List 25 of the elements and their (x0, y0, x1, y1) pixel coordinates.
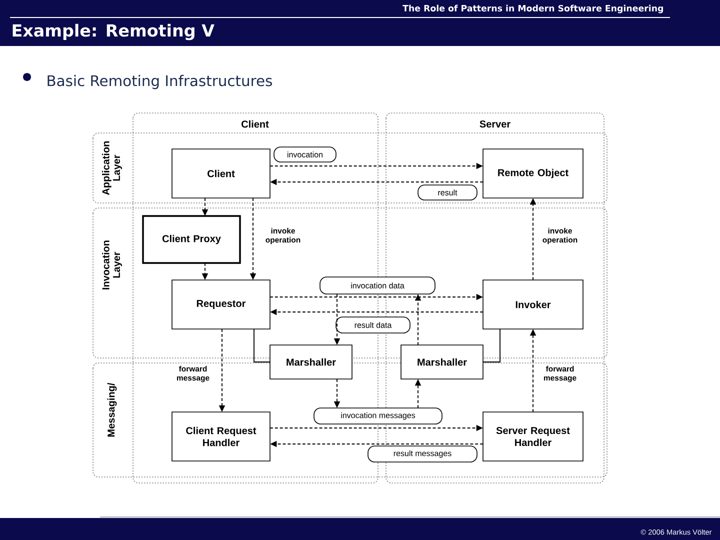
column-heading: Server (480, 120, 510, 128)
process-box: Requestor (172, 280, 270, 330)
process-box: Server Request Handler (482, 412, 584, 462)
arrow (482, 328, 500, 362)
message-pill: result messages (368, 446, 478, 462)
header-text: The Role of Patterns in Modern Software Engineering (402, 4, 663, 14)
process-box: Remote Object (482, 148, 584, 198)
message-pill: result (418, 184, 478, 200)
layer-heading: Application Layer (102, 141, 122, 195)
bullet-text: Basic Remoting Infrastructures (48, 74, 272, 90)
process-box: Marshaller (270, 344, 352, 380)
process-box: Client Proxy (142, 215, 241, 264)
process-box: Client (172, 148, 270, 198)
message-pill: invocation messages (314, 408, 442, 424)
process-box: Invoker (482, 280, 584, 330)
layer-heading: Invocation Layer (102, 240, 122, 290)
arrow (254, 328, 270, 362)
message-pill: invocation (274, 146, 336, 162)
process-box: Marshaller (400, 344, 484, 380)
layer-heading: Messaging/ (107, 382, 117, 437)
message-pill: result data (336, 316, 410, 334)
process-box: Client Request Handler (172, 412, 270, 462)
slide-title: Example: Remoting V (12, 24, 214, 40)
message-pill: invocation data (320, 276, 436, 294)
column-heading: Client (242, 120, 269, 128)
